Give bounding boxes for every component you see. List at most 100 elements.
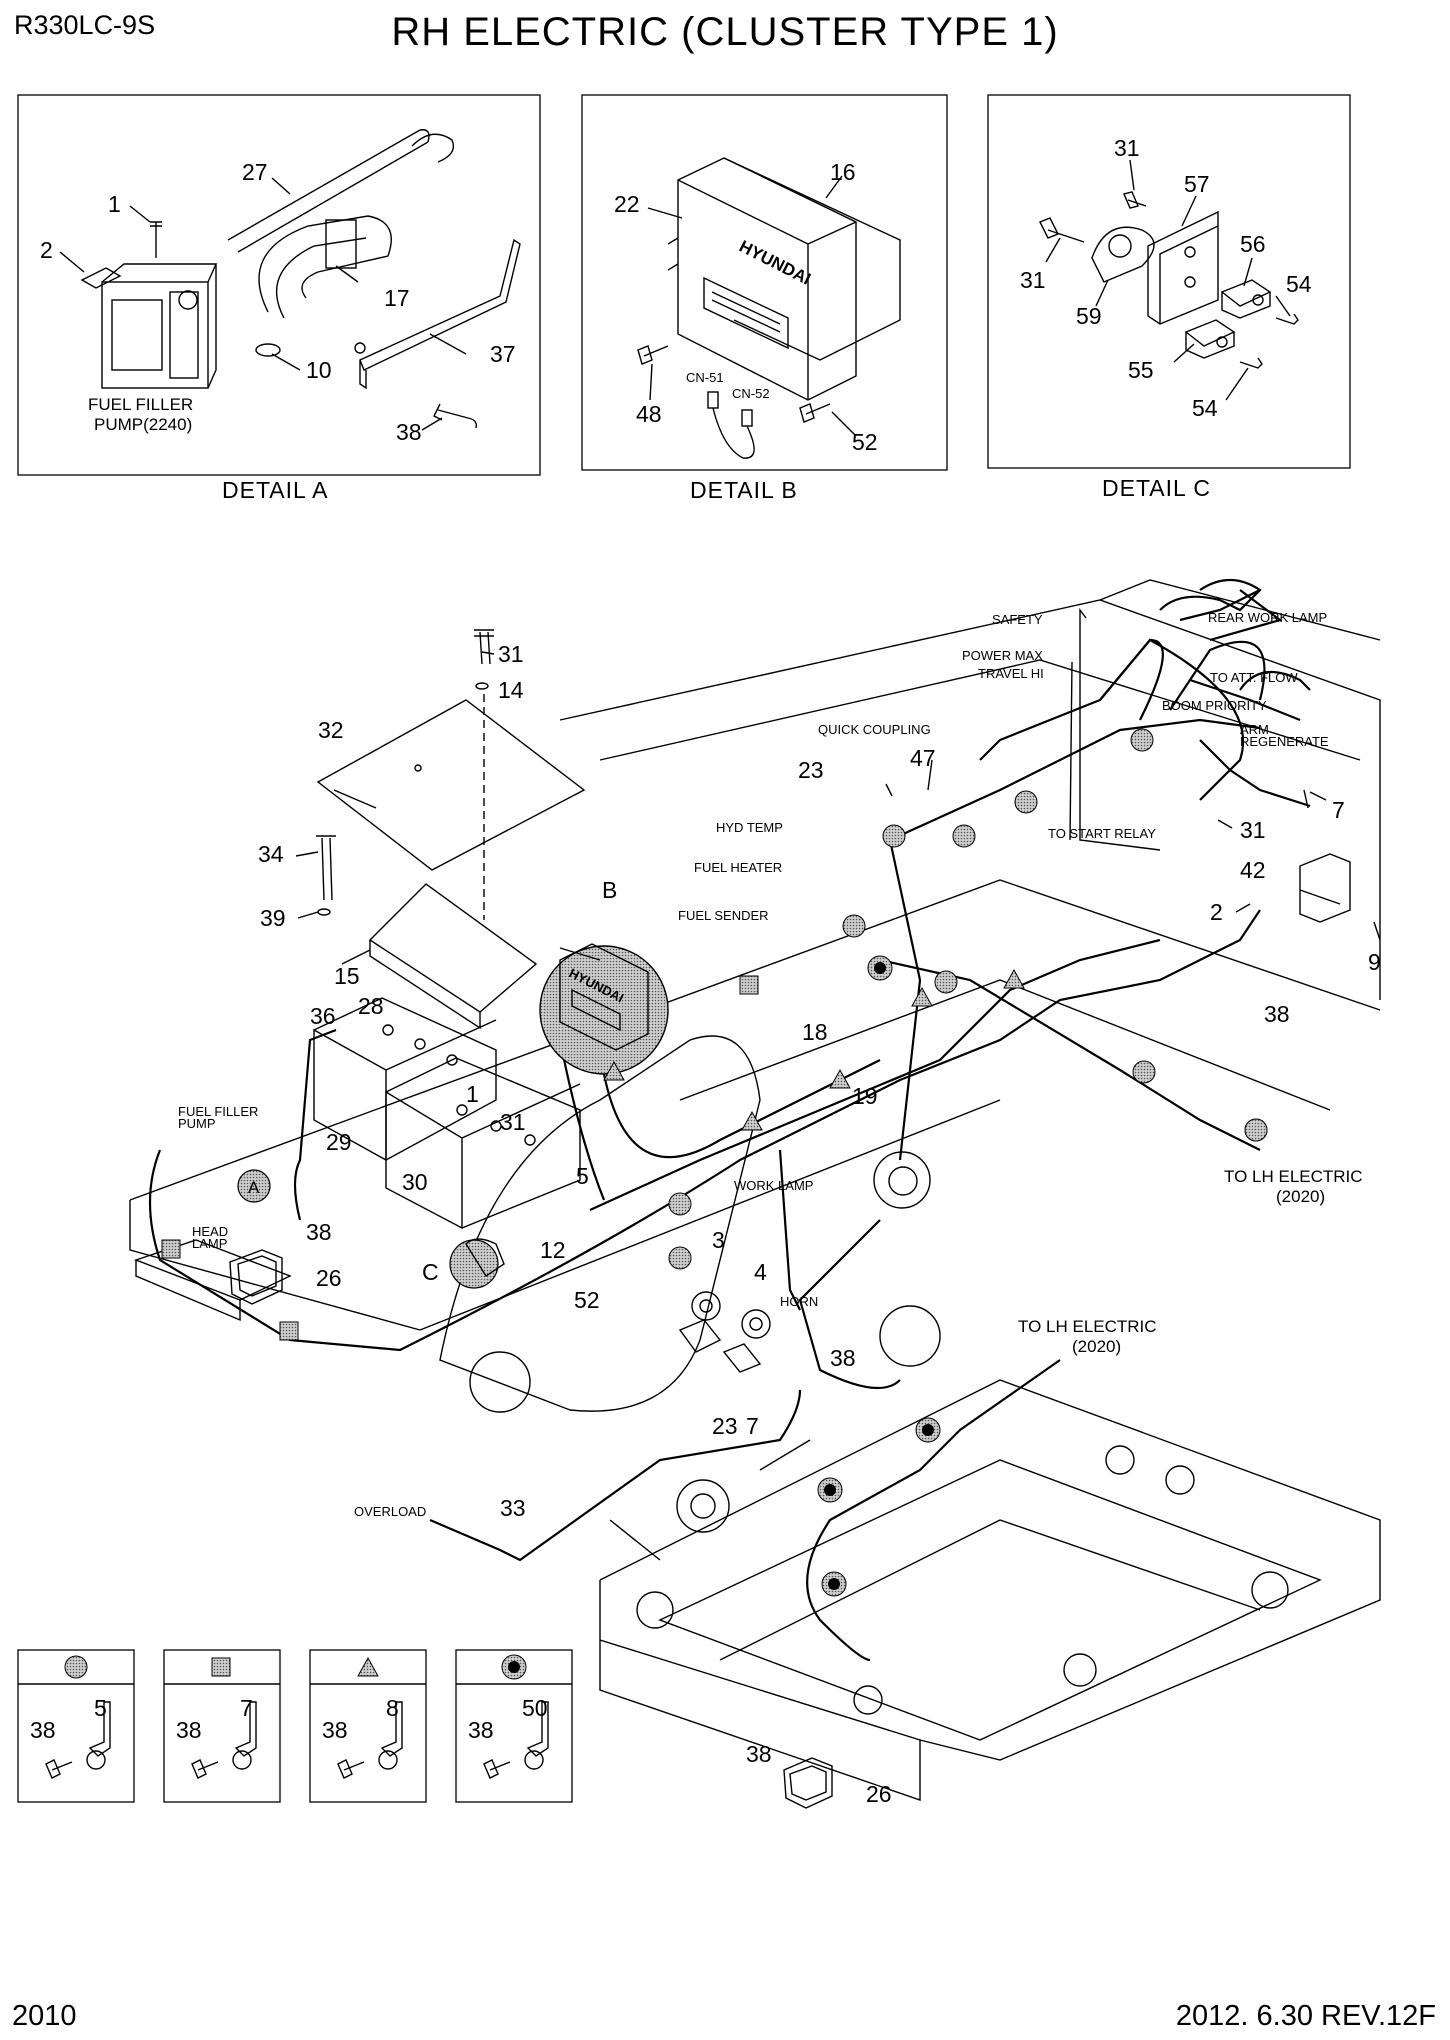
- detail-b-callout-48: 48: [636, 401, 662, 427]
- detail-a-pump-label: FUEL FILLER: [88, 395, 193, 414]
- label-fuel-filler-pump-2: PUMP: [178, 1116, 216, 1131]
- callout-34: 34: [258, 841, 284, 867]
- detail-a-callout-10: 10: [306, 357, 332, 383]
- callout-7-horn: 7: [746, 1413, 759, 1439]
- callout-36: 36: [310, 1003, 336, 1029]
- callout-14: 14: [498, 677, 524, 703]
- callout-7-right: 7: [1332, 797, 1345, 823]
- model-code: R330LC-9S: [14, 10, 156, 40]
- label-power-max: POWER MAX: [962, 648, 1043, 663]
- legend-1-bolt: 38: [30, 1717, 56, 1743]
- label-rear-work-lamp: REAR WORK LAMP: [1208, 610, 1327, 625]
- legend-3-bolt: 38: [322, 1717, 348, 1743]
- callout-23-horn: 23: [712, 1413, 738, 1439]
- detail-b-callout-22: 22: [614, 191, 640, 217]
- label-to-lh-electric-2-ref: (2020): [1072, 1337, 1121, 1356]
- callout-47: 47: [910, 745, 936, 771]
- label-travel-hi: TRAVEL HI: [978, 666, 1044, 681]
- callout-4: 4: [754, 1259, 767, 1285]
- label-to-att-flow: TO ATT. FLOW: [1210, 670, 1298, 685]
- detail-c-callout-54-bottom: 54: [1192, 395, 1218, 421]
- callout-1: 1: [466, 1081, 479, 1107]
- main-assembly: HYUNDAI: [129, 579, 1381, 1809]
- callout-33: 33: [500, 1495, 526, 1521]
- callout-29: 29: [326, 1129, 352, 1155]
- callout-31-mid: 31: [500, 1109, 526, 1135]
- callout-31-right: 31: [1240, 817, 1266, 843]
- label-horn: HORN: [780, 1294, 818, 1309]
- legend-2-clip: 7: [240, 1695, 253, 1721]
- legend-box-circle: [17, 1649, 135, 1803]
- callout-5: 5: [576, 1163, 589, 1189]
- page-title: RH ELECTRIC (CLUSTER TYPE 1): [391, 10, 1059, 54]
- callout-31-top: 31: [498, 641, 524, 667]
- connector-cn52-label: CN-52: [732, 386, 770, 401]
- legend-box-triangle: [309, 1649, 427, 1803]
- legend-4-bolt: 38: [468, 1717, 494, 1743]
- detail-ref-b: B: [602, 877, 617, 903]
- callout-39: 39: [260, 905, 286, 931]
- detail-c-callout-54-top: 54: [1286, 271, 1312, 297]
- callout-9: 9: [1368, 949, 1381, 975]
- detail-b-callout-16: 16: [830, 159, 856, 185]
- callout-15: 15: [334, 963, 360, 989]
- label-to-lh-electric-1: TO LH ELECTRIC: [1224, 1167, 1363, 1186]
- callout-30: 30: [402, 1169, 428, 1195]
- detail-ref-c: C: [422, 1259, 439, 1285]
- callout-52: 52: [574, 1287, 600, 1313]
- label-head-lamp-2: LAMP: [192, 1236, 227, 1251]
- detail-c-callout-31-left: 31: [1020, 267, 1046, 293]
- label-to-lh-electric-1-ref: (2020): [1276, 1187, 1325, 1206]
- label-head-lamp: HEAD: [192, 1224, 228, 1239]
- label-fuel-heater: FUEL HEATER: [694, 860, 782, 875]
- callout-38-horn: 38: [830, 1345, 856, 1371]
- page-number: 2010: [12, 2000, 77, 2032]
- callout-18: 18: [802, 1019, 828, 1045]
- label-quick-coupling: QUICK COUPLING: [818, 722, 931, 737]
- callout-3: 3: [712, 1227, 725, 1253]
- callout-12: 12: [540, 1237, 566, 1263]
- detail-a-callout-37: 37: [490, 341, 516, 367]
- callout-19: 19: [852, 1083, 878, 1109]
- legend-4-clip: 50: [522, 1695, 548, 1721]
- label-hyd-temp: HYD TEMP: [716, 820, 783, 835]
- callout-28: 28: [358, 993, 384, 1019]
- label-work-lamp: WORK LAMP: [734, 1178, 813, 1193]
- detail-a-panel: [17, 94, 541, 476]
- detail-a-callout-17: 17: [384, 285, 410, 311]
- legend-box-black-dot: [455, 1649, 573, 1803]
- callout-42: 42: [1240, 857, 1266, 883]
- label-boom-priority: BOOM PRIORITY: [1162, 698, 1267, 713]
- detail-a-callout-27: 27: [242, 159, 268, 185]
- legend-box-square: [163, 1649, 281, 1803]
- detail-c-callout-59: 59: [1076, 303, 1102, 329]
- detail-a-callout-38: 38: [396, 419, 422, 445]
- callout-38-rear: 38: [746, 1741, 772, 1767]
- callout-38-head: 38: [306, 1219, 332, 1245]
- detail-ref-a: A: [248, 1178, 260, 1197]
- legend-3-clip: 8: [386, 1695, 399, 1721]
- legend-1-clip: 5: [94, 1695, 107, 1721]
- detail-c-callout-57: 57: [1184, 171, 1210, 197]
- detail-c-callout-31-top: 31: [1114, 135, 1140, 161]
- connector-cn51-label: CN-51: [686, 370, 724, 385]
- revision-date: 2012. 6.30 REV.12F: [1175, 2000, 1436, 2032]
- label-to-start-relay: TO START RELAY: [1048, 826, 1156, 841]
- detail-a-caption: DETAIL A: [222, 477, 328, 503]
- label-to-lh-electric-2: TO LH ELECTRIC: [1018, 1317, 1157, 1336]
- label-fuel-filler-pump: FUEL FILLER: [178, 1104, 258, 1119]
- label-overload: OVERLOAD: [354, 1504, 426, 1519]
- detail-c-panel: [987, 94, 1351, 469]
- callout-38-right: 38: [1264, 1001, 1290, 1027]
- detail-b-callout-52: 52: [852, 429, 878, 455]
- label-fuel-sender: FUEL SENDER: [678, 908, 769, 923]
- clip-markers: [161, 728, 1268, 1597]
- callout-2: 2: [1210, 899, 1223, 925]
- callout-26-rear: 26: [866, 1781, 892, 1807]
- detail-c-callout-55: 55: [1128, 357, 1154, 383]
- detail-a-callout-2: 2: [40, 237, 53, 263]
- detail-c-caption: DETAIL C: [1102, 475, 1211, 501]
- detail-b-panel: HYUNDAI CN-51 CN-52: [581, 94, 948, 471]
- callout-23-top: 23: [798, 757, 824, 783]
